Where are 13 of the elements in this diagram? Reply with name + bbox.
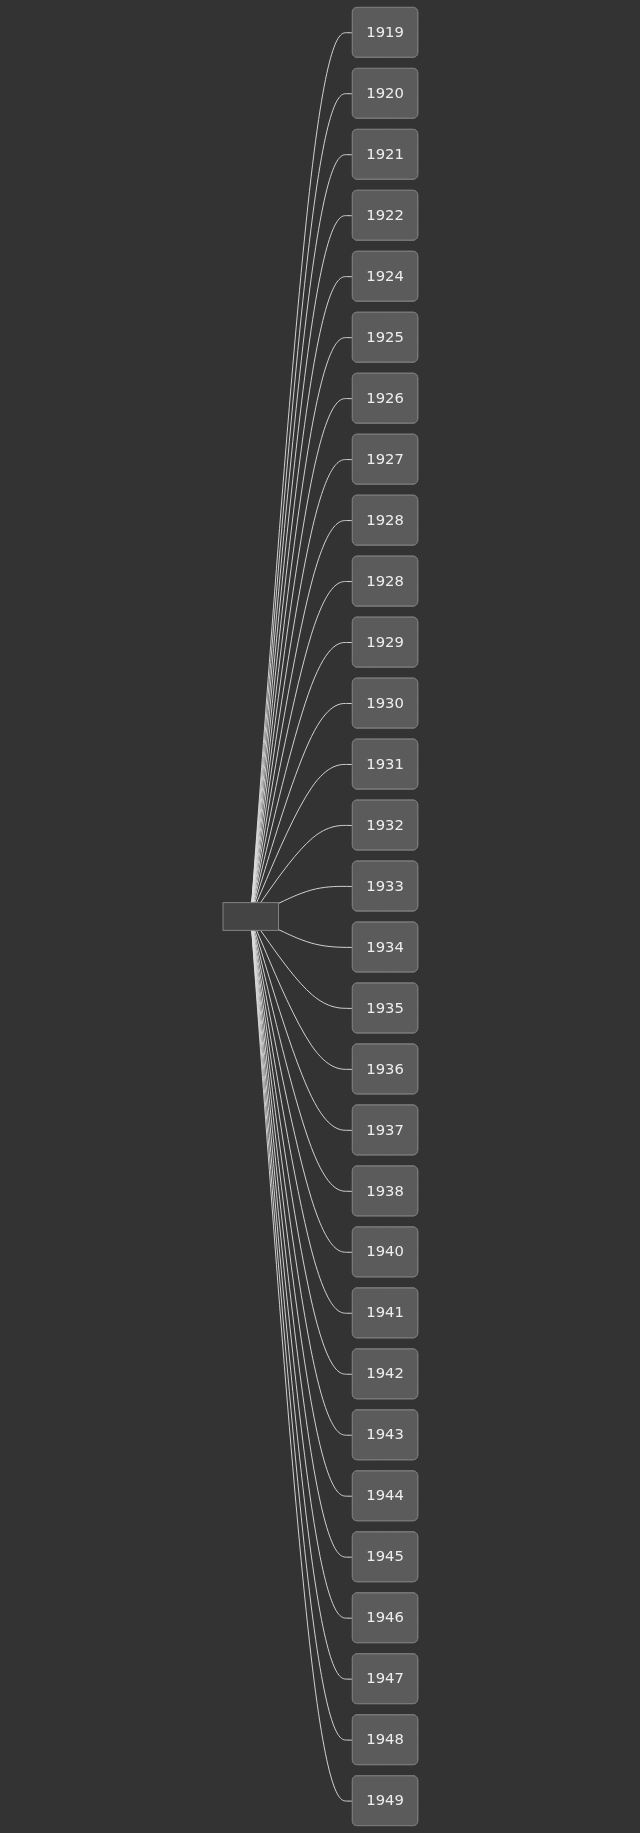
connector bbox=[277, 929, 353, 948]
connector bbox=[259, 929, 353, 1009]
connector bbox=[259, 824, 353, 904]
node-box bbox=[222, 902, 279, 931]
connector bbox=[277, 885, 353, 904]
connector bbox=[255, 764, 353, 904]
connector bbox=[252, 929, 353, 1253]
connector bbox=[253, 929, 353, 1192]
connector bbox=[254, 929, 353, 1131]
connector bbox=[253, 642, 353, 904]
connector bbox=[255, 929, 353, 1070]
connector bbox=[252, 581, 353, 904]
connector bbox=[254, 703, 353, 904]
